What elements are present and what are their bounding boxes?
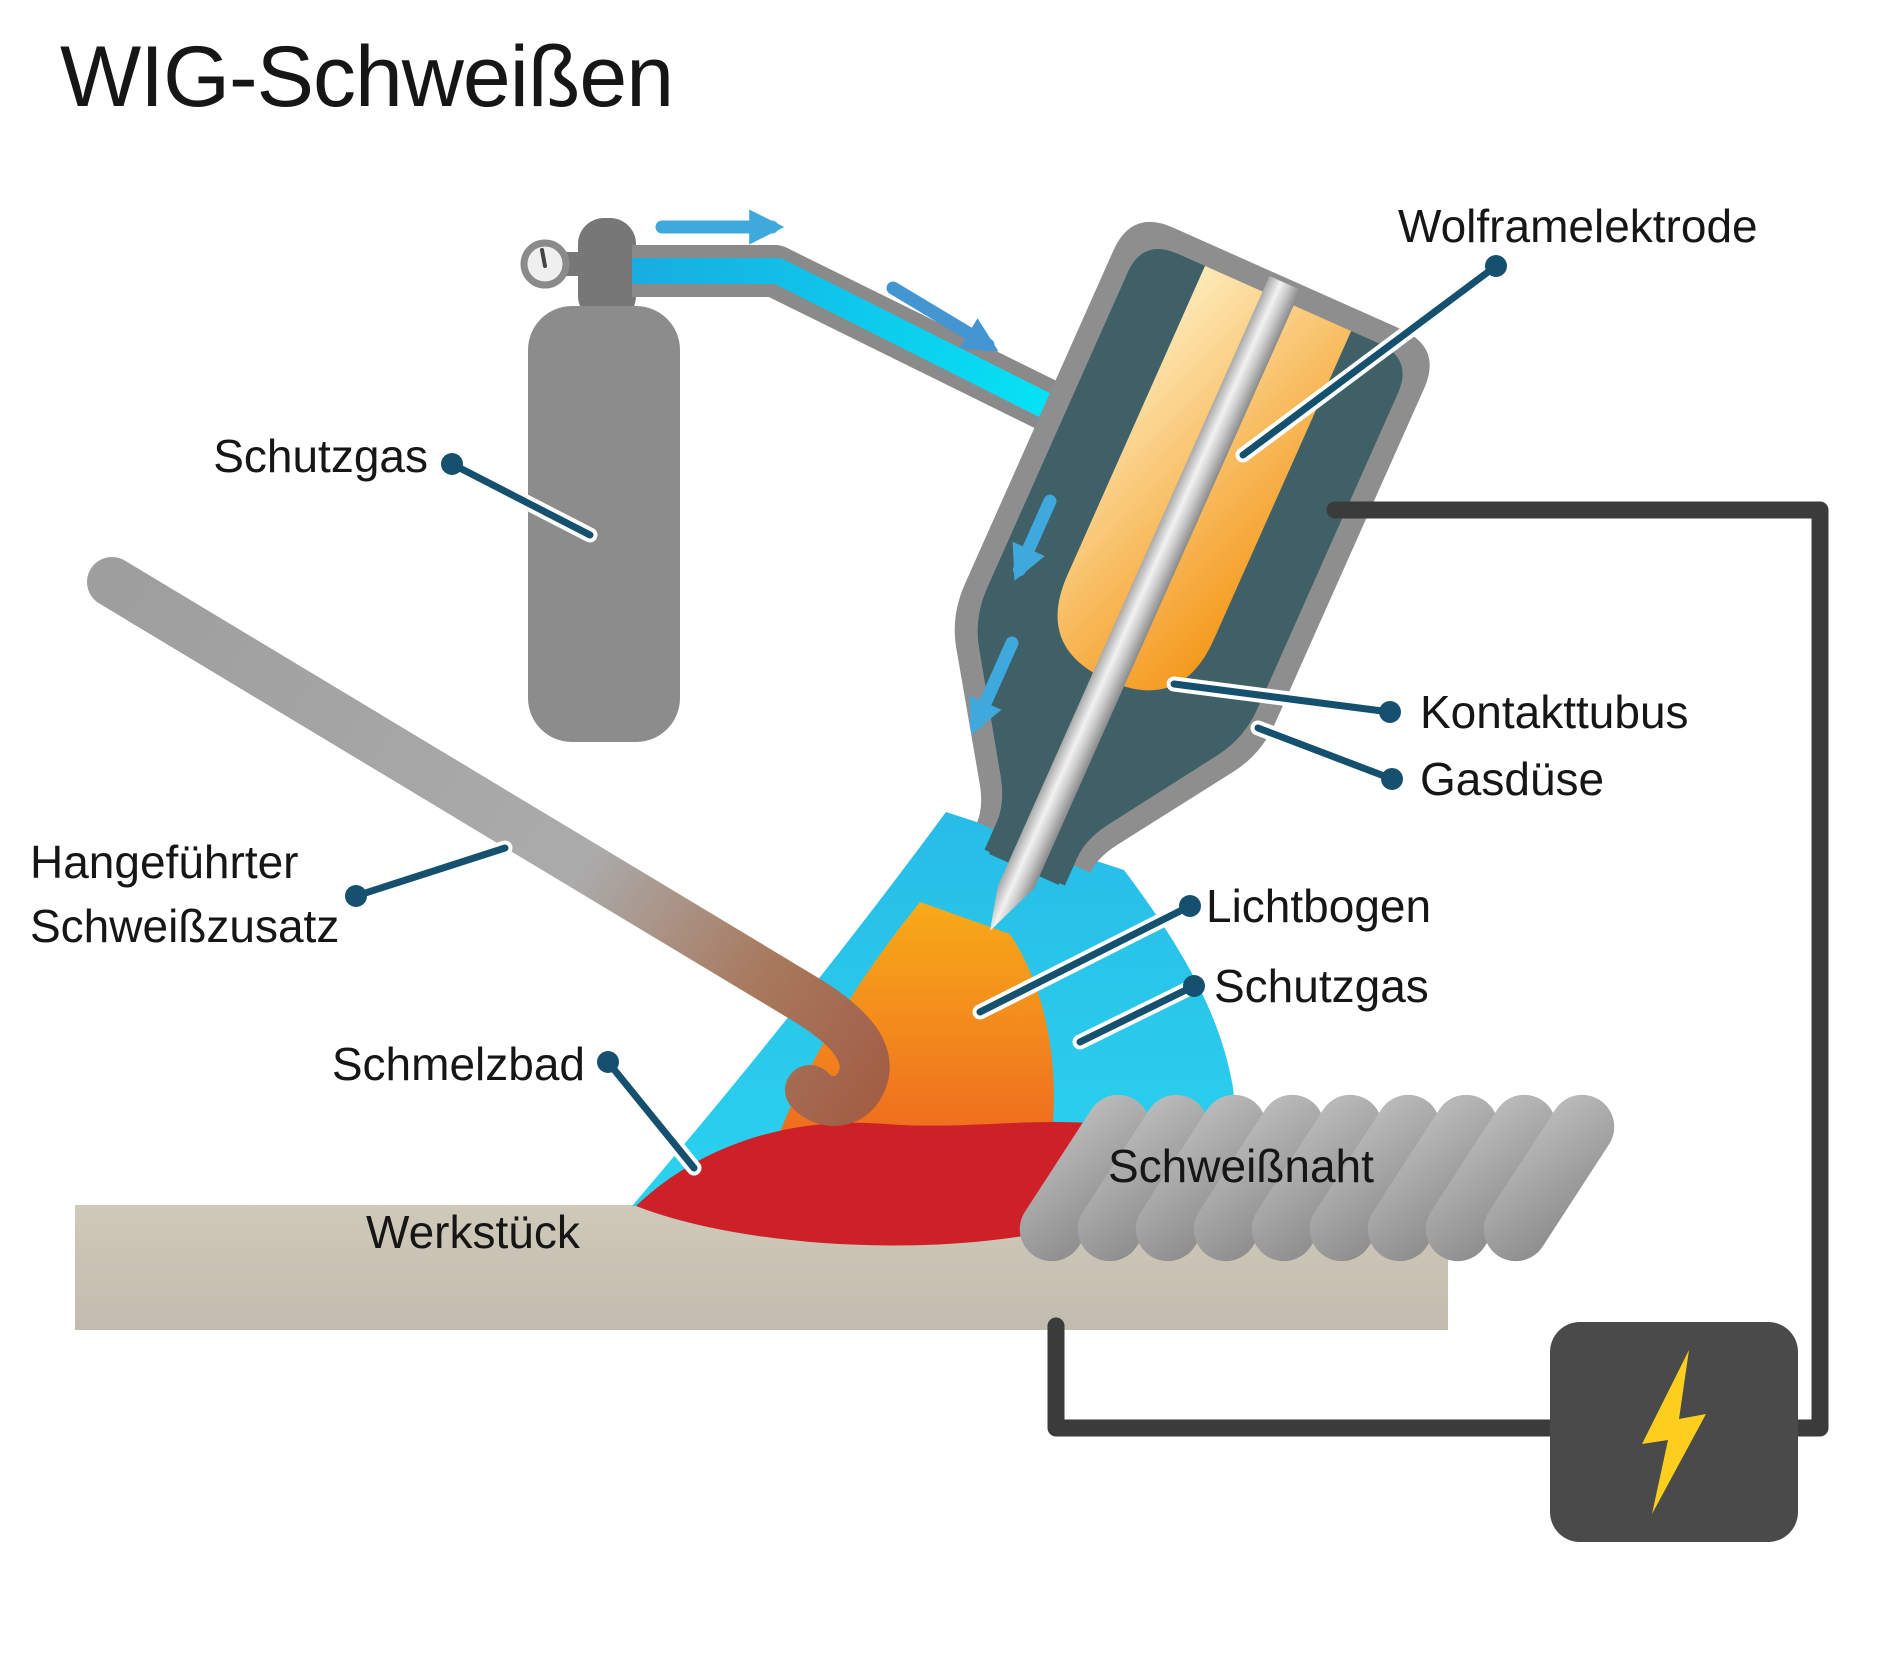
cylinder-body — [528, 306, 680, 742]
weld-bead — [1425, 1094, 1557, 1262]
leader-line — [976, 902, 1194, 1016]
label-leader-dot — [597, 1051, 619, 1073]
label-leader-dot — [1179, 895, 1201, 917]
leader-line — [448, 460, 594, 539]
weld-bead — [1483, 1094, 1615, 1262]
gas-cylinder — [520, 218, 680, 742]
lightning-bolt-icon — [1642, 1350, 1706, 1514]
label-arc: Lichtbogen — [1206, 880, 1432, 932]
label-melt-pool: Schmelzbad — [331, 1038, 585, 1090]
weld-bead — [1135, 1094, 1267, 1262]
label-leader-dot — [1183, 975, 1205, 997]
cylinder-valve-knob — [578, 218, 636, 322]
label-leader-lines — [345, 255, 1507, 1176]
gas-flow-arrow-icon — [1012, 494, 1057, 581]
label-tungsten-electrode: Wolframelektrode — [1398, 200, 1758, 252]
label-filler-rod-line1: Hangeführter — [30, 836, 299, 888]
weld-bead — [1367, 1094, 1499, 1262]
weld-bead — [1193, 1094, 1325, 1262]
label-leader-dot — [345, 885, 367, 907]
weld-seam-beads — [1019, 1094, 1615, 1262]
label-leader-dot — [1379, 701, 1401, 723]
leader-line — [1076, 982, 1198, 1046]
label-leader-dot — [1381, 768, 1403, 790]
power-source — [1550, 1322, 1798, 1542]
label-leader-dot — [1485, 255, 1507, 277]
gas-flow-arrow-icon — [969, 636, 1019, 735]
leader-line — [1239, 262, 1500, 459]
label-workpiece: Werkstück — [366, 1206, 580, 1258]
torch-power-cable — [1326, 501, 1829, 1437]
page-title: WIG-Schweißen — [60, 29, 674, 125]
weld-bead — [1309, 1094, 1441, 1262]
gas-hose-flow — [632, 258, 1152, 468]
leader-line — [604, 1058, 698, 1172]
label-gas-nozzle: Gasdüse — [1420, 753, 1605, 805]
filler-rod — [87, 557, 890, 1126]
workpiece-ground-cable — [1047, 1317, 1569, 1437]
gas-flow-arrow-icon — [886, 281, 999, 352]
leader-line — [1170, 680, 1394, 716]
gauge-needle — [540, 248, 547, 268]
melt-pool-shape — [636, 1121, 1150, 1246]
label-filler-rod-line2: Schweißzusatz — [30, 900, 340, 952]
leader-line — [1254, 724, 1396, 783]
weld-bead — [1019, 1094, 1151, 1262]
tungsten-electrode-rod — [989, 276, 1301, 931]
leader-line — [352, 844, 509, 900]
label-leader-dot — [441, 453, 463, 475]
weld-bead — [1251, 1094, 1383, 1262]
label-weld-seam: Schweißnaht — [1108, 1140, 1374, 1192]
label-shielding-gas-flow: Schutzgas — [1214, 960, 1429, 1012]
label-contact-tube: Kontakttubus — [1420, 686, 1689, 738]
label-gas-cylinder: Schutzgas — [213, 430, 428, 482]
weld-bead — [1077, 1094, 1209, 1262]
